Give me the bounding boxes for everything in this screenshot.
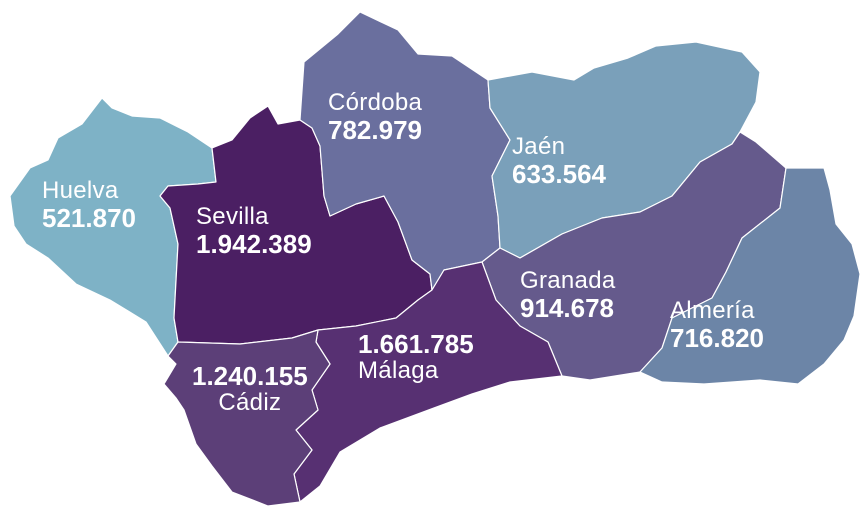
province-name-cadiz: Cádiz — [218, 389, 282, 417]
province-population-huelva: 521.870 — [42, 202, 136, 233]
province-population-cordoba: 782.979 — [328, 114, 422, 145]
province-name-huelva: Huelva — [42, 177, 119, 204]
province-population-almeria: 716.820 — [670, 322, 764, 353]
province-name-sevilla: Sevilla — [196, 203, 269, 230]
label-almeria: Almería 716.820 — [670, 298, 764, 352]
province-population-cadiz: 1.240.155 — [192, 361, 308, 391]
label-malaga: 1.661.785 Málaga — [358, 330, 474, 384]
province-population-sevilla: 1.942.389 — [196, 228, 312, 259]
province-name-almeria: Almería — [670, 297, 755, 324]
label-granada: Granada 914.678 — [520, 268, 616, 322]
province-cadiz[interactable] — [163, 329, 331, 506]
province-population-granada: 914.678 — [520, 292, 614, 323]
province-name-granada: Granada — [520, 267, 616, 294]
province-name-cordoba: Córdoba — [328, 89, 423, 116]
label-huelva: Huelva 521.870 — [42, 178, 136, 232]
label-cadiz: 1.240.155 Cádiz — [192, 362, 308, 416]
province-population-malaga: 1.661.785 — [358, 329, 474, 359]
province-almeria[interactable] — [639, 167, 861, 385]
label-cordoba: Córdoba 782.979 — [328, 90, 422, 144]
label-sevilla: Sevilla 1.942.389 — [196, 204, 312, 258]
province-name-malaga: Málaga — [358, 357, 439, 385]
province-population-jaen: 633.564 — [512, 158, 606, 189]
province-name-jaen: Jaén — [512, 133, 566, 160]
label-jaen: Jaén 633.564 — [512, 134, 606, 188]
